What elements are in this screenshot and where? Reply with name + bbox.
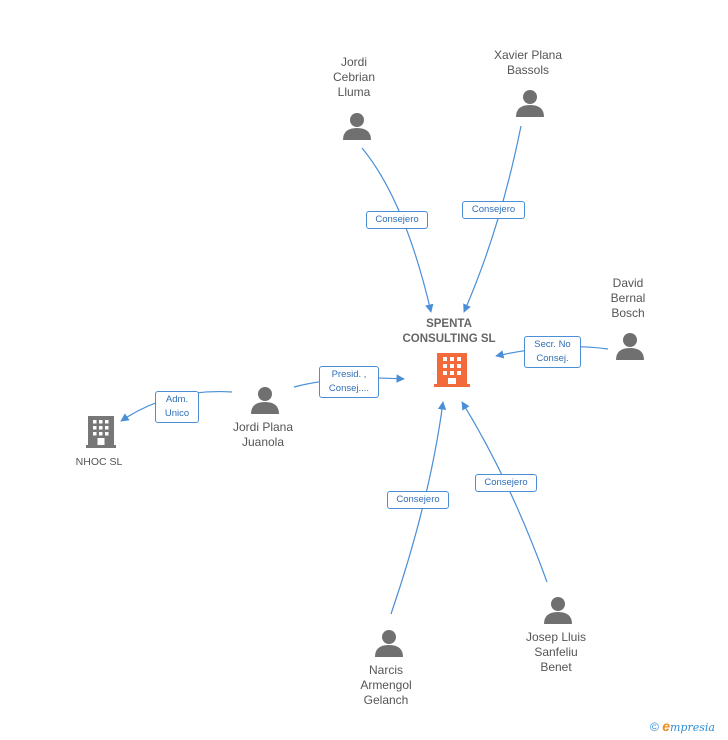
- role-badge[interactable]: Consejero: [475, 474, 537, 492]
- person-icon[interactable]: [544, 597, 572, 624]
- person-icon[interactable]: [343, 113, 371, 140]
- person-name-josep-lluis[interactable]: Josep Lluis Sanfeliu Benet: [525, 630, 587, 674]
- building-icon[interactable]: [434, 353, 470, 387]
- company-name-nhoc[interactable]: NHOC SL: [75, 456, 123, 468]
- person-name-jordi-plana[interactable]: Jordi Plana Juanola: [232, 420, 294, 449]
- building-icon[interactable]: [86, 416, 116, 448]
- empresia-watermark: © empresia: [650, 718, 715, 734]
- brand-e: e: [662, 718, 670, 734]
- role-badge[interactable]: Secr. No Consej.: [524, 336, 581, 368]
- person-icon[interactable]: [375, 630, 403, 657]
- person-icon[interactable]: [516, 90, 544, 117]
- edge-jordi-cebrian: [361, 147, 434, 313]
- role-badge[interactable]: Adm. Unico: [155, 391, 199, 423]
- role-badge[interactable]: Consejero: [462, 201, 525, 219]
- main-company-name[interactable]: SPENTA CONSULTING SL: [402, 318, 496, 345]
- person-name-david-bernal[interactable]: David Bernal Bosch: [610, 276, 646, 320]
- person-icon[interactable]: [616, 333, 644, 360]
- person-name-jordi-cebrian[interactable]: Jordi Cebrian Lluma: [332, 55, 376, 99]
- edge-josep-lluis: [461, 401, 548, 583]
- person-icon[interactable]: [251, 387, 279, 414]
- role-badge[interactable]: Presid. , Consej....: [319, 366, 379, 398]
- brand-rest: mpresia: [669, 721, 715, 734]
- edge-xavier-plana: [463, 125, 522, 313]
- role-badge[interactable]: Consejero: [387, 491, 449, 509]
- person-name-narcis-armengol[interactable]: Narcis Armengol Gelanch: [360, 663, 412, 707]
- person-name-xavier-plana[interactable]: Xavier Plana Bassols: [493, 48, 563, 77]
- role-badge[interactable]: Consejero: [366, 211, 428, 229]
- copyright-icon: ©: [650, 720, 659, 734]
